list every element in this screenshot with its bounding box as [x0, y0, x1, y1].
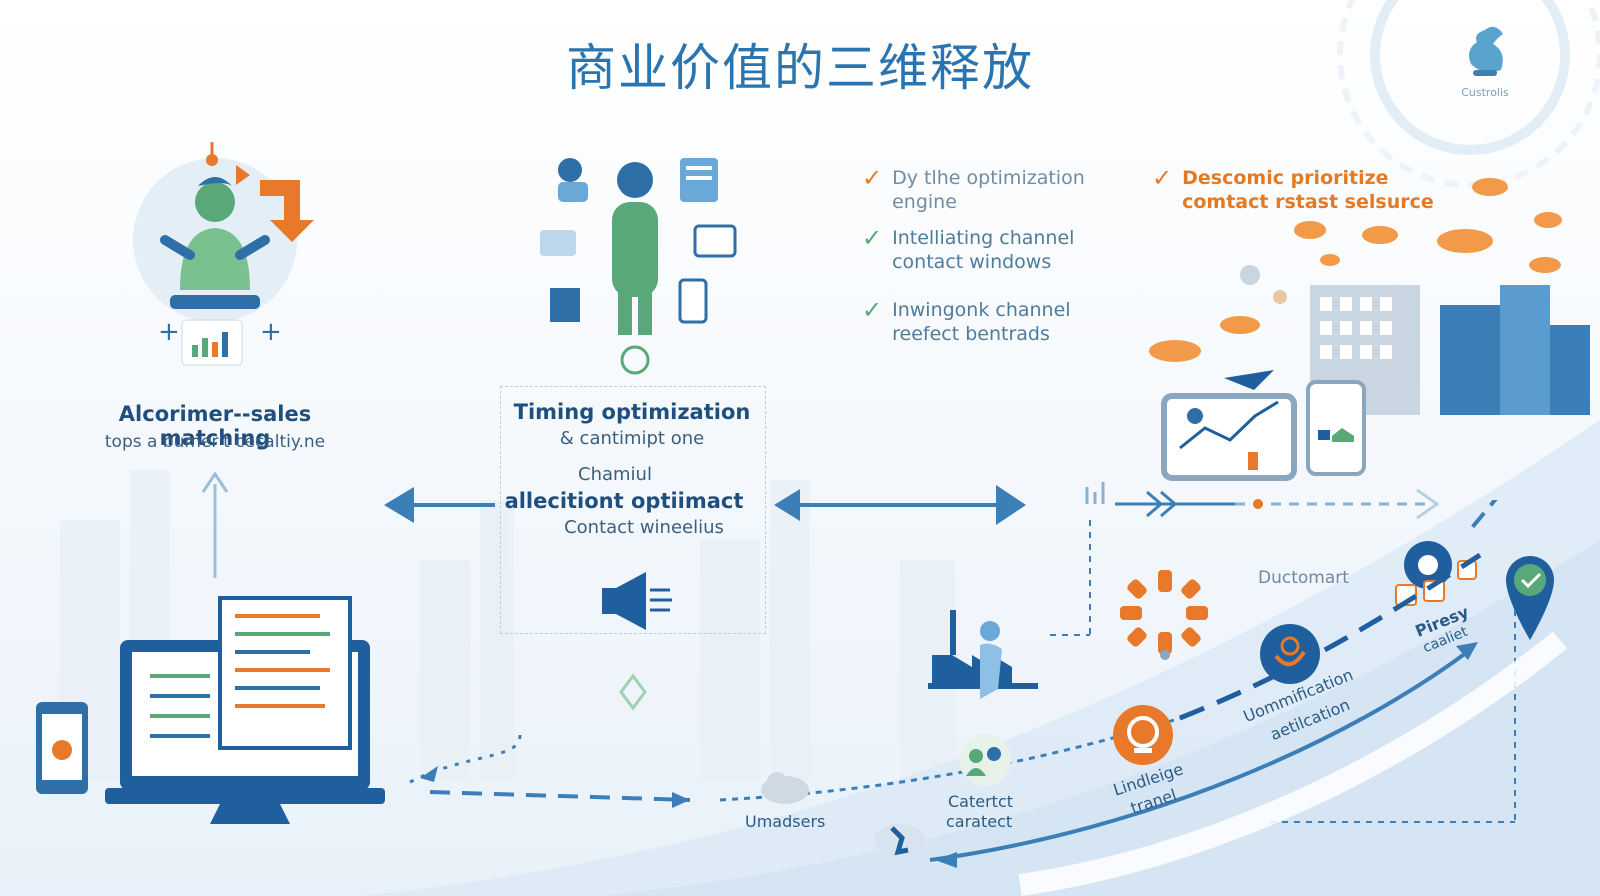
megaphone-icon — [602, 572, 672, 630]
dashboard-illustration — [1161, 370, 1366, 481]
page-title: 商业价值的三维释放 — [566, 39, 1034, 97]
right-flow-arrow — [1085, 482, 1440, 520]
checklist-right: ✓ Descomic prioritize comtact rstast sel… — [1152, 166, 1452, 214]
alert-badge-icon — [1113, 705, 1173, 765]
center-line-1: Timing optimization — [513, 400, 751, 424]
checklist-item-text: Descomic prioritize comtact rstast selsu… — [1182, 167, 1434, 213]
people-icon — [959, 734, 1011, 786]
svg-text:+: + — [260, 317, 282, 347]
checklist-item: ✓ Descomic prioritize comtact rstast sel… — [1152, 166, 1452, 214]
laptop-illustration — [36, 596, 385, 824]
cloud-icon — [761, 772, 809, 804]
recycle-icon — [619, 673, 647, 711]
checklist-item: ✓ Intelliating channel contact windows — [862, 226, 1132, 274]
checklist-item-text: Dy tlhe optimization engine — [892, 167, 1085, 213]
center-dashed-frame — [500, 386, 766, 634]
center-line-3: Chamiul — [578, 464, 652, 485]
gear-cluster-icon — [1120, 570, 1208, 660]
left-arrow-icon — [384, 487, 495, 523]
checklist-item-text: Intelliating channel contact windows — [892, 227, 1075, 273]
person-channels-illustration — [540, 158, 737, 375]
handshake-icon — [874, 824, 926, 856]
left-panel-heading: Alcorimer--sales matching — [118, 402, 312, 450]
center-line-5: Contact wineelius — [564, 517, 724, 538]
caterct-label: Catertct — [948, 792, 1014, 811]
checkmark-icon: ✓ — [862, 224, 883, 252]
ductomart-label: Ductomart — [1258, 568, 1349, 588]
double-arrow-icon — [774, 485, 1026, 525]
checklist-item: ✓ Inwingonk channel reefect bentrads — [862, 298, 1132, 346]
bird-icon — [1469, 26, 1503, 76]
checkmark-icon: ✓ — [862, 164, 883, 192]
dashed-guides — [1050, 500, 1516, 823]
caterct-label-2: caratect — [946, 812, 1013, 831]
left-panel-subheading: tops a bumer't cecaltiy.ne — [104, 432, 326, 452]
location-pin-icon — [1506, 556, 1554, 640]
umadsers-label: Umadsers — [745, 812, 826, 831]
center-line-4: allecitiont optiimact — [504, 489, 744, 513]
logo-text: Custrolis — [1461, 86, 1509, 99]
checkmark-icon: ✓ — [1152, 164, 1173, 192]
commification-icon — [1260, 624, 1320, 684]
factory-worker-illustration — [928, 610, 1038, 699]
checklist-item-text: Inwingonk channel reefect bentrads — [892, 299, 1071, 345]
svg-text:+: + — [158, 317, 180, 347]
checkmark-icon: ✓ — [862, 296, 883, 324]
checklist-item: ✓ Dy tlhe optimization engine — [862, 166, 1132, 214]
checklist-left: ✓ Dy tlhe optimization engine ✓ Intellia… — [862, 166, 1132, 346]
brand-logo: Custrolis — [1440, 10, 1530, 100]
blue-gear-icon — [1395, 541, 1477, 606]
up-arrow-icon — [201, 471, 229, 578]
customer-illustration: + + — [133, 142, 314, 366]
center-line-2: & cantimipt one — [559, 428, 705, 449]
